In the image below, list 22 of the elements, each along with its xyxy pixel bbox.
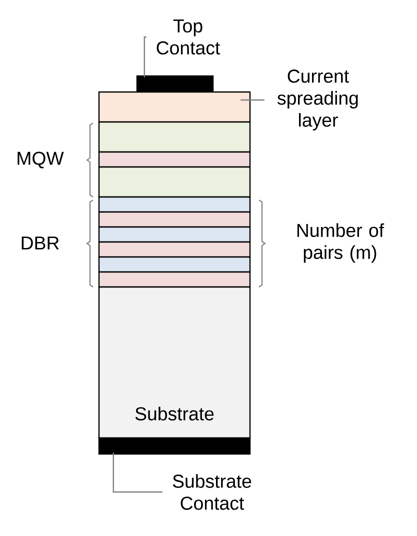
layer-block (98, 241, 251, 258)
leader-line (112, 452, 162, 493)
callout-text: Substrate Contact (172, 474, 252, 510)
contact-pad (98, 437, 251, 455)
layer-block (98, 211, 251, 228)
layer-block (98, 256, 251, 273)
leader-line (144, 36, 146, 78)
layer-label: DBR (22, 236, 59, 250)
layer-block (98, 151, 251, 168)
layer-label: MQW (18, 152, 64, 168)
callout-text: Top Contact (156, 20, 220, 55)
callout-text: Current spreading layer (278, 70, 358, 130)
layer-block (98, 226, 251, 243)
layer-block (98, 166, 251, 198)
layer-block (98, 91, 251, 123)
layer-label: Number of pairs (m) (297, 223, 384, 263)
contact-pad (136, 75, 214, 93)
layer-block (98, 196, 251, 213)
layer-block (98, 271, 251, 288)
layer-block (98, 121, 251, 153)
substrate-block: Substrate (98, 286, 251, 439)
leader-line (240, 99, 264, 101)
